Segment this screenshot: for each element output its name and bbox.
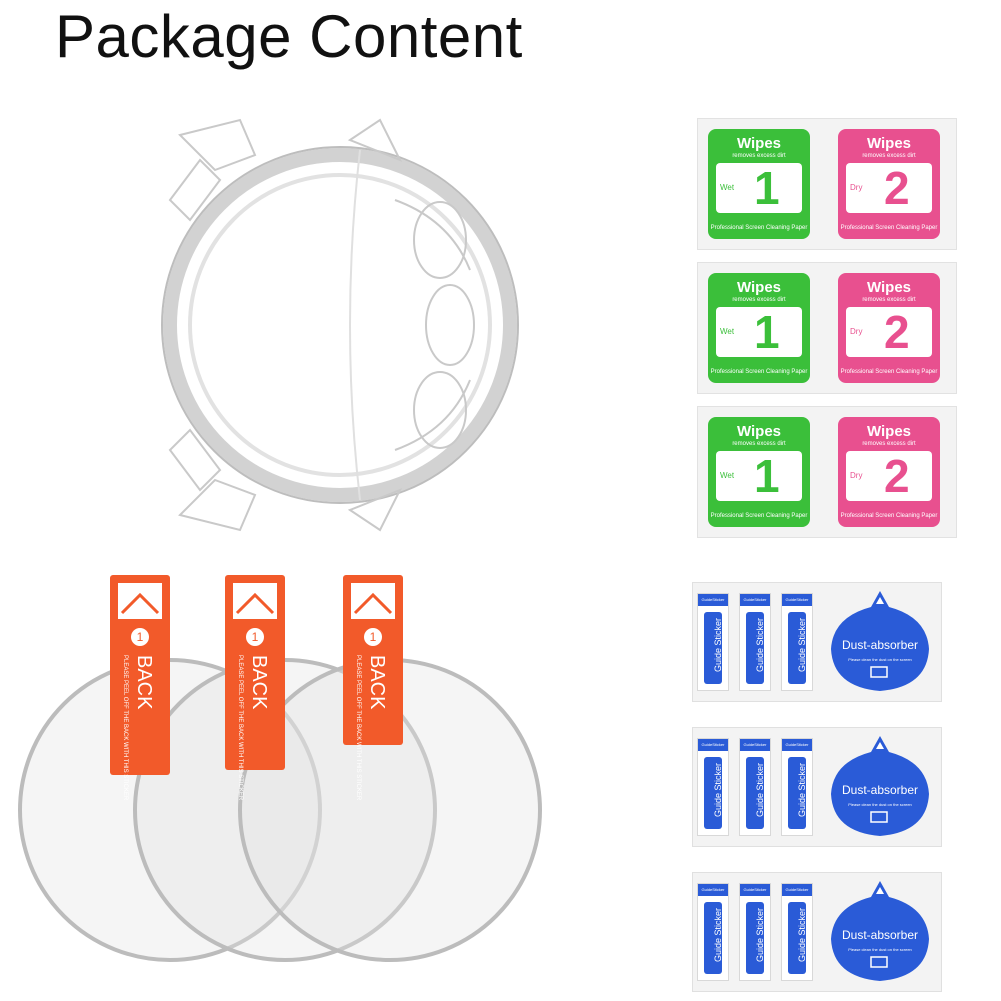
wet-number: 1	[754, 162, 780, 214]
dust-absorber-label: Dust-absorber	[842, 783, 918, 797]
guide-strip-label: Guide Sticker	[797, 617, 807, 672]
wipe-subtitle: removes excess dirt	[732, 297, 786, 303]
wipe-footer: Professional Screen Cleaning Paper	[710, 513, 808, 519]
dry-number: 2	[884, 162, 910, 214]
film-tab-label: BACK	[133, 655, 155, 710]
guide-strip-label: Guide Sticker	[755, 617, 765, 672]
dry-wipe: Wipes removes excess dirt Dry 2 Professio…	[838, 417, 940, 527]
dry-number: 2	[884, 450, 910, 502]
film-tab-step: 1	[252, 630, 259, 644]
wipe-footer: Professional Screen Cleaning Paper	[710, 369, 808, 375]
wipe-title: Wipes	[736, 279, 782, 296]
dust-absorber-image: Dust-absorber Please clean the dust on t…	[831, 881, 929, 981]
film-tab-label: BACK	[248, 655, 270, 710]
dust-absorber-caption: Please clean the dust on the screen	[848, 802, 912, 807]
wipe-pack-image: Wipes removes excess dirt Wet 1 Professio…	[697, 118, 957, 250]
wipe-pack-image: Wipes removes excess dirt Wet 1 Professio…	[697, 262, 957, 394]
dust-absorber-image: Dust-absorber Please clean the dust on t…	[831, 736, 929, 836]
film-tab-text: PLEASE PEEL OFF THE BACK WITH THIS STICK…	[122, 655, 128, 801]
film-tab-step: 1	[137, 630, 144, 644]
wipe-subtitle: removes excess dirt	[862, 153, 916, 159]
guide-strip-top: GuideSticker	[698, 594, 728, 606]
wipe-title: Wipes	[736, 135, 782, 152]
guide-strip-top: GuideSticker	[740, 594, 770, 606]
wipe-footer: Professional Screen Cleaning Paper	[710, 225, 808, 231]
dry-label: Dry	[850, 471, 863, 480]
dust-absorber-label: Dust-absorber	[842, 928, 918, 942]
guide-strip-label: Guide Sticker	[713, 762, 723, 817]
guide-strip-top: GuideSticker	[698, 739, 728, 751]
wet-wipe: Wipes removes excess dirt Wet 1 Professio…	[708, 417, 810, 527]
guide-strip-label: Guide Sticker	[755, 907, 765, 962]
film-tab-text: PLEASE PEEL OFF THE BACK WITH THIS STICK…	[237, 655, 243, 801]
dry-label: Dry	[850, 183, 863, 192]
dry-label: Dry	[850, 327, 863, 336]
guide-strip-label: Guide Sticker	[797, 907, 807, 962]
dust-absorber-image: Dust-absorber Please clean the dust on t…	[831, 591, 929, 691]
guide-strip-label: Guide Sticker	[713, 617, 723, 672]
wipe-title: Wipes	[866, 279, 912, 296]
guide-strip-top: GuideSticker	[740, 739, 770, 751]
wet-label: Wet	[720, 327, 735, 336]
dry-wipe: Wipes removes excess dirt Dry 2 Professio…	[838, 273, 940, 383]
wipe-pack-image: Wipes removes excess dirt Wet 1 Professio…	[697, 406, 957, 538]
wet-label: Wet	[720, 471, 735, 480]
dust-absorber-caption: Please clean the dust on the screen	[848, 947, 912, 952]
film-tab-label: BACK	[366, 655, 388, 710]
wet-number: 1	[754, 450, 780, 502]
dust-absorber-caption: Please clean the dust on the screen	[848, 657, 912, 662]
dry-wipe: Wipes removes excess dirt Dry 2 Professio…	[838, 129, 940, 239]
dust-absorber-label: Dust-absorber	[842, 638, 918, 652]
guide-strip-top: GuideSticker	[698, 884, 728, 896]
wipe-footer: Professional Screen Cleaning Paper	[840, 513, 938, 519]
wipe-subtitle: removes excess dirt	[732, 153, 786, 159]
wet-wipe: Wipes removes excess dirt Wet 1 Professio…	[708, 129, 810, 239]
wipe-footer: Professional Screen Cleaning Paper	[840, 225, 938, 231]
film-tab-step: 1	[370, 630, 377, 644]
wipe-subtitle: removes excess dirt	[732, 441, 786, 447]
wet-label: Wet	[720, 183, 735, 192]
wipe-title: Wipes	[866, 423, 912, 440]
wet-wipe: Wipes removes excess dirt Wet 1 Professio…	[708, 273, 810, 383]
wipe-title: Wipes	[866, 135, 912, 152]
guide-strip-top: GuideSticker	[782, 884, 812, 896]
wipe-subtitle: removes excess dirt	[862, 297, 916, 303]
wipe-title: Wipes	[736, 423, 782, 440]
dry-number: 2	[884, 306, 910, 358]
guide-strip-top: GuideSticker	[740, 884, 770, 896]
wipe-subtitle: removes excess dirt	[862, 441, 916, 447]
page-title: Package Content	[55, 3, 523, 70]
wet-number: 1	[754, 306, 780, 358]
film-tab-text: PLEASE PEEL OFF THE BACK WITH THIS STICK…	[355, 655, 361, 801]
guide-strip-label: Guide Sticker	[713, 907, 723, 962]
guide-strip-label: Guide Sticker	[755, 762, 765, 817]
watch-case-image	[161, 118, 519, 532]
guide-strip-label: Guide Sticker	[797, 762, 807, 817]
guide-strip-top: GuideSticker	[782, 594, 812, 606]
screen-film-image: 1 BACK PLEASE PEEL OFF THE BACK WITH THI…	[18, 575, 542, 962]
guide-strip-top: GuideSticker	[782, 739, 812, 751]
wipe-footer: Professional Screen Cleaning Paper	[840, 369, 938, 375]
